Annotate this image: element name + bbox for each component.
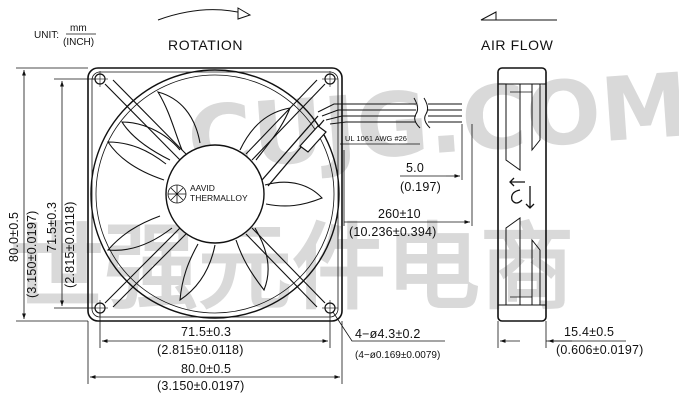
aavid-logo-icon [167,184,187,204]
depth-inch: (0.606±0.0197) [556,343,644,357]
hole-dia-mm: 4−ø4.3±0.2 [355,327,421,341]
hole-dia-inch: (4−ø0.169±0.0079) [355,350,440,361]
lead-inch: (10.236±0.394) [349,225,437,239]
unit-label: UNIT: mm (INCH) [34,23,96,48]
height-mm: 80.0±0.5 [7,212,21,262]
hole-h-inch: (2.815±0.0118) [157,343,244,357]
strip-mm: 5.0 [406,161,424,175]
height-inch: (3.150±0.0197) [25,211,39,299]
width-inch: (3.150±0.0197) [157,379,245,393]
lead-mm: 260±10 [378,207,421,221]
dimension-texts: 80.0±0.5 (3.150±0.0197) 71.5±0.3 (2.815±… [7,161,644,393]
fan-front-view: AAVID THERMALLOY [87,67,343,322]
rotation-arrow-icon [237,7,252,20]
unit-prefix: UNIT: [34,30,59,41]
watermark: CUJG.COM 世强元件电商 [10,53,679,323]
fan-side-view [497,67,547,322]
rotation-indicator: ROTATION [157,7,252,53]
wire-label: UL 1061 AWG #26 [345,134,407,143]
unit-inch: (INCH) [63,37,94,48]
wire-harness [261,97,462,187]
depth-mm: 15.4±0.5 [564,325,614,339]
hole-h-mm: 71.5±0.3 [181,325,231,339]
dimension-lines [16,67,626,384]
airflow-symbol-icon [509,177,535,209]
hole-v-inch: (2.815±0.0118) [63,201,77,288]
fan-hub [165,144,265,244]
airflow-label: AIR FLOW [481,37,554,53]
rotation-label: ROTATION [168,37,243,53]
hole-v-mm: 71.5±0.3 [45,202,59,252]
unit-mm: mm [70,23,87,34]
fan-blades [106,91,323,302]
airflow-arrow-icon [480,11,497,21]
width-mm: 80.0±0.5 [181,362,231,376]
strip-inch: (0.197) [400,180,441,194]
logo-line2: THERMALLOY [190,193,248,203]
airflow-indicator: AIR FLOW [480,11,557,53]
frame-struts [104,79,326,308]
logo-line1: AAVID [190,183,215,193]
